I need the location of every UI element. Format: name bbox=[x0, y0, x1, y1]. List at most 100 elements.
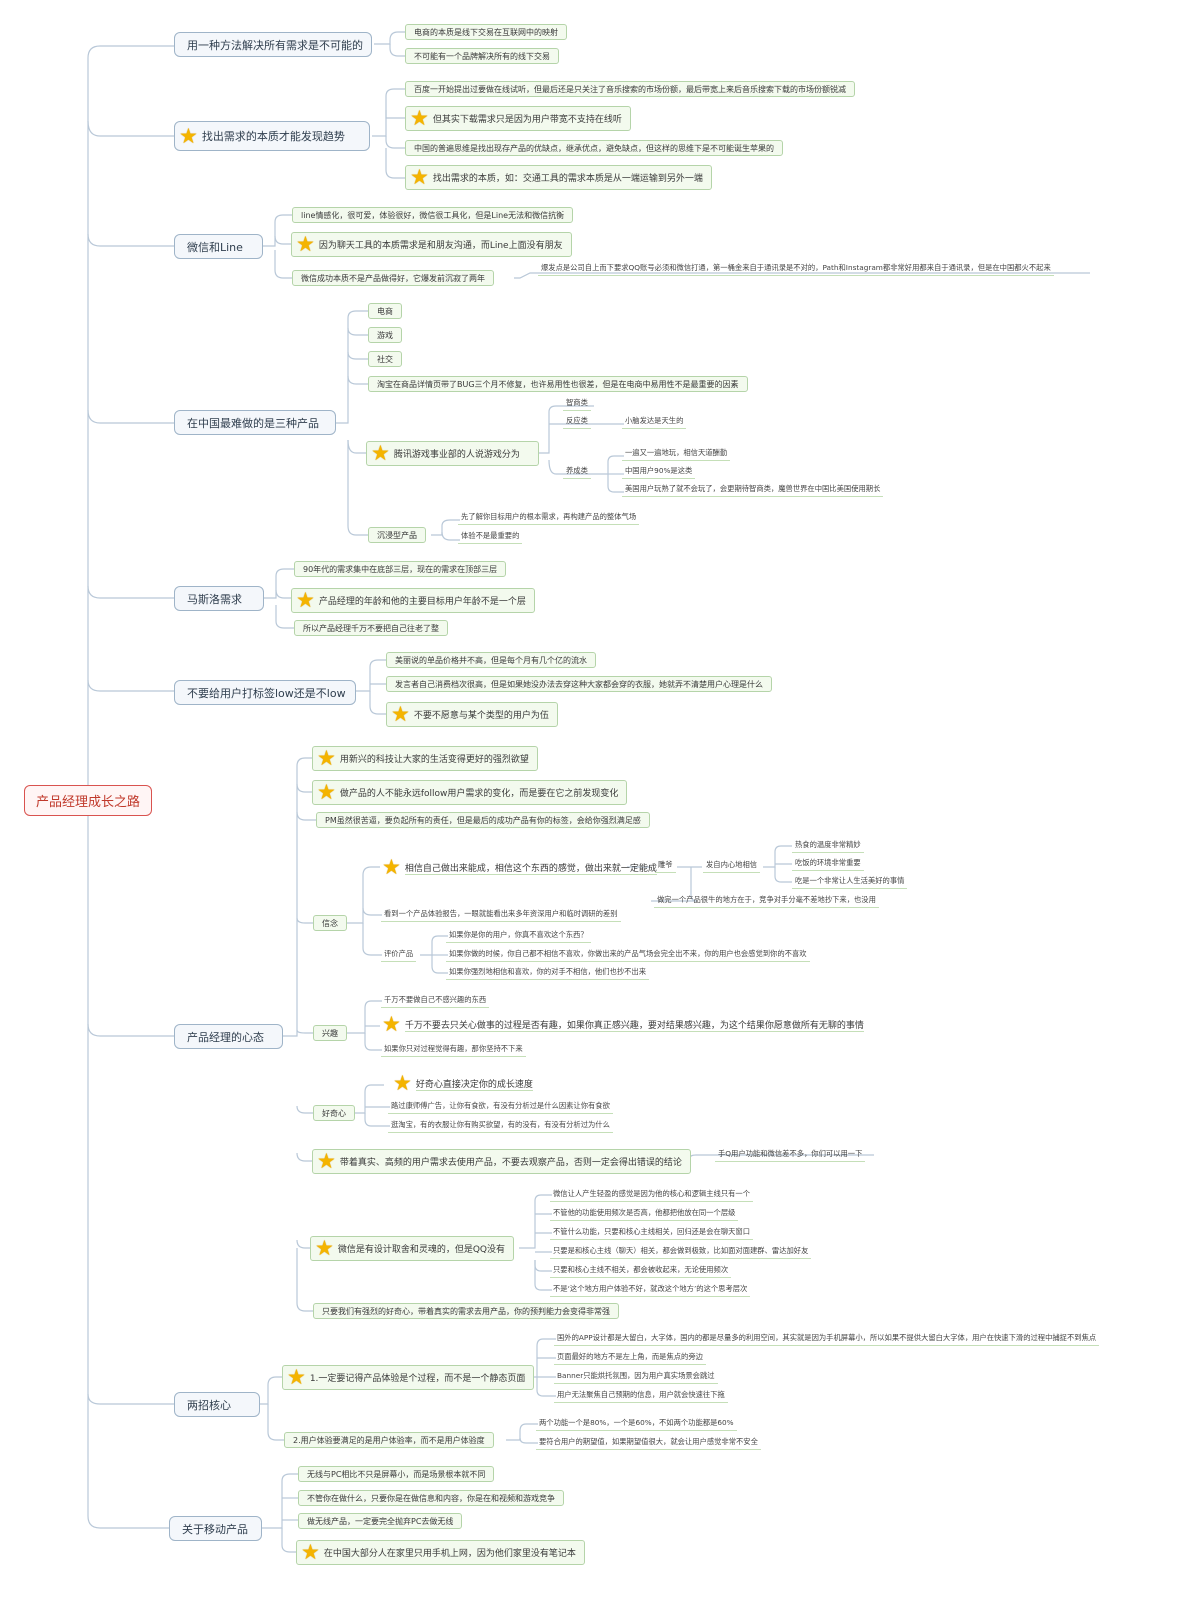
subtopic[interactable]: 沉浸型产品 bbox=[368, 527, 426, 543]
leaf-note[interactable]: 养成类 bbox=[563, 465, 591, 479]
leaf-note[interactable]: 看到一个产品体验报告，一眼就能看出来多年资深用户和临时调研的差别 bbox=[381, 908, 621, 922]
leaf-note[interactable]: 评价产品 bbox=[381, 948, 417, 962]
leaf-note[interactable]: 吃是一个非常让人生活美好的事情 bbox=[792, 875, 908, 889]
subtopic[interactable]: 中国的普遍思维是找出现存产品的优缺点，继承优点，避免缺点，但这样的思维下是不可能… bbox=[405, 140, 783, 156]
topic-two-core-moves[interactable]: 两招核心 bbox=[174, 1392, 260, 1417]
topic-three-hard-products[interactable]: 在中国最难做的是三种产品 bbox=[174, 410, 336, 435]
subtopic-curiosity[interactable]: 好奇心 bbox=[313, 1105, 355, 1121]
subtopic[interactable]: 淘宝在商品详情页带了BUG三个月不修复，也许易用性也很差，但是在电商中易用性不是… bbox=[368, 376, 748, 392]
subtopic-label: 微信是有设计取舍和灵魂的，但是QQ没有 bbox=[337, 1245, 505, 1255]
subtopic[interactable]: 无线与PC相比不只是屏幕小，而是场景根本就不同 bbox=[298, 1466, 495, 1482]
leaf-note[interactable]: 体验不是最重要的 bbox=[458, 530, 523, 544]
subtopic-starred[interactable]: ★1.一定要记得产品体验是个过程，而不是一个静态页面 bbox=[282, 1365, 535, 1390]
subtopic-starred[interactable]: ★微信是有设计取舍和灵魂的，但是QQ没有 bbox=[310, 1236, 514, 1261]
subtopic[interactable]: 不管你在做什么，只要你是在做信息和内容，你是在和视频和游戏竞争 bbox=[298, 1490, 564, 1506]
subtopic-label: 千万不要去只关心做事的过程是否有趣，如果你真正感兴趣，要对结果感兴趣，为这个结果… bbox=[404, 1018, 864, 1032]
subtopic-label: 不要不愿意与某个类型的用户为伍 bbox=[413, 711, 549, 721]
subtopic[interactable]: 美丽说的单品价格并不高，但是每个月有几个亿的流水 bbox=[386, 652, 596, 668]
subtopic-label: 腾讯游戏事业部的人说游戏分为 bbox=[393, 450, 520, 460]
subtopic-starred[interactable]: ★在中国大部分人在家里只用手机上网，因为他们家里没有笔记本 bbox=[296, 1540, 585, 1565]
leaf-note[interactable]: 反应类 bbox=[563, 415, 591, 429]
topic-user-labels[interactable]: 不要给用户打标签low还是不low bbox=[174, 680, 356, 705]
leaf-note[interactable]: 逛淘宝，有的衣服让你有购买欲望，有的没有，有没有分析过为什么 bbox=[388, 1119, 613, 1133]
subtopic-starred[interactable]: ★找出需求的本质，如：交通工具的需求本质是从一端运输到另外一端 bbox=[405, 165, 712, 190]
subtopic-starred[interactable]: ★相信自己做出来能成，相信这个东西的感觉，做出来就一定能成 bbox=[378, 855, 665, 880]
subtopic-starred[interactable]: ★用新兴的科技让大家的生活变得更好的强烈欲望 bbox=[312, 746, 538, 771]
topic-wechat-line[interactable]: 微信和Line bbox=[174, 234, 263, 259]
leaf-note[interactable]: 美国用户玩熟了就不会玩了，会更期待智商类，魔兽世界在中国比美国使用期长 bbox=[622, 483, 884, 497]
leaf-note[interactable]: 小脑发达是天生的 bbox=[622, 415, 687, 429]
topic-one-method[interactable]: 用一种方法解决所有需求是不可能的 bbox=[174, 32, 372, 57]
subtopic[interactable]: 百度一开始提出过要做在线试听，但最后还是只关注了音乐搜索的市场份额，最后带宽上来… bbox=[405, 81, 855, 97]
topic-pm-mindset[interactable]: 产品经理的心态 bbox=[174, 1024, 283, 1049]
star-icon: ★ bbox=[371, 441, 390, 465]
subtopic-social[interactable]: 社交 bbox=[368, 351, 402, 367]
leaf-note[interactable]: 中国用户90%是这类 bbox=[622, 465, 696, 479]
leaf-note[interactable]: 雕爷 bbox=[655, 859, 676, 873]
star-icon: ★ bbox=[296, 232, 315, 256]
topic-label: 找出需求的本质才能发现趋势 bbox=[201, 130, 345, 143]
subtopic-label: 做产品的人不能永远follow用户需求的变化，而是要在它之前发现变化 bbox=[339, 789, 619, 799]
leaf-note[interactable]: 微信让人产生轻盈的感觉是因为他的核心和逻辑主线只有一个 bbox=[550, 1188, 754, 1202]
subtopic[interactable]: 不可能有一个品牌解决所有的线下交易 bbox=[405, 48, 559, 64]
leaf-note[interactable]: 只要和核心主线不相关，都会被收起来，无论使用频次 bbox=[550, 1264, 732, 1278]
star-icon: ★ bbox=[317, 1149, 336, 1173]
leaf-note[interactable]: 不管他的功能使用频次是否高，他都把他放在同一个层级 bbox=[550, 1207, 739, 1221]
star-icon: ★ bbox=[393, 1071, 412, 1095]
leaf-note[interactable]: 两个功能一个是80%，一个是60%，不如两个功能都是60% bbox=[536, 1417, 737, 1431]
subtopic-starred[interactable]: ★不要不愿意与某个类型的用户为伍 bbox=[386, 702, 558, 727]
subtopic-starred[interactable]: ★带着真实、高频的用户需求去使用产品，不要去观察产品，否则一定会得出错误的结论 bbox=[312, 1149, 691, 1174]
leaf-note[interactable]: 吃饭的环境非常重要 bbox=[792, 857, 864, 871]
root-topic[interactable]: 产品经理成长之路 bbox=[24, 785, 152, 816]
subtopic-starred[interactable]: ★因为聊天工具的本质需求是和朋友沟通，而Line上面没有朋友 bbox=[291, 232, 572, 257]
subtopic[interactable]: PM虽然很苦逼，要负起所有的责任，但是最后的成功产品有你的标签，会给你强烈满足感 bbox=[316, 812, 650, 828]
leaf-note[interactable]: 先了解你目标用户的根本需求，再构建产品的整体气场 bbox=[458, 511, 640, 525]
star-icon: ★ bbox=[317, 780, 336, 804]
subtopic-starred[interactable]: ★产品经理的年龄和他的主要目标用户年龄不是一个层 bbox=[291, 588, 535, 613]
leaf-note[interactable]: 热食的温度非常精妙 bbox=[792, 839, 864, 853]
leaf-note[interactable]: 如果你只对过程觉得有趣，那你坚持不下来 bbox=[381, 1043, 526, 1057]
leaf-note[interactable]: Banner只能烘托氛围，因为用户真实场景会跳过 bbox=[554, 1370, 718, 1384]
topic-find-essence[interactable]: ★找出需求的本质才能发现趋势 bbox=[174, 121, 370, 151]
leaf-note[interactable]: 不是‘这个地方用户体验不好，就改这个地方’的这个思考层次 bbox=[550, 1283, 751, 1297]
subtopic-games[interactable]: 游戏 bbox=[368, 327, 402, 343]
leaf-note[interactable]: 一遍又一遍地玩，相信天道酬勤 bbox=[622, 447, 731, 461]
subtopic-interest[interactable]: 兴趣 bbox=[313, 1025, 347, 1041]
leaf-note[interactable]: 如果你是你的用户，你真不喜欢这个东西？ bbox=[446, 929, 591, 943]
star-icon: ★ bbox=[382, 855, 401, 879]
subtopic[interactable]: line情感化，很可爱，体验很好，微信很工具化，但是Line无法和微信抗衡 bbox=[292, 207, 574, 223]
leaf-note[interactable]: 千万不要做自己不感兴趣的东西 bbox=[381, 994, 490, 1008]
leaf-note[interactable]: 不管什么功能，只要和核心主线相关，回归还是会在聊天窗口 bbox=[550, 1226, 754, 1240]
subtopic[interactable]: 只要我们有强烈的好奇心，带着真实的需求去用产品，你的预判能力会变得非常强 bbox=[313, 1303, 619, 1319]
leaf-note[interactable]: 做完一个产品很牛的地方在于，竞争对手分毫不差地抄下来，也没用 bbox=[654, 894, 879, 908]
leaf-note[interactable]: 智商类 bbox=[563, 397, 591, 411]
leaf-note[interactable]: 要符合用户的期望值，如果期望值很大，就会让用户感觉非常不安全 bbox=[536, 1436, 761, 1450]
subtopic[interactable]: 发言者自己消费档次很高，但是如果她没办法去穿这种大家都会穿的衣服，她就弄不清楚用… bbox=[386, 676, 772, 692]
subtopic-starred[interactable]: ★腾讯游戏事业部的人说游戏分为 bbox=[366, 441, 539, 466]
leaf-note[interactable]: 页面最好的地方不是左上角，而是焦点的旁边 bbox=[554, 1351, 706, 1365]
leaf-note[interactable]: 手Q用户功能和微信差不多，你们可以用一下 bbox=[715, 1148, 866, 1162]
subtopic[interactable]: 电商的本质是线下交易在互联网中的映射 bbox=[405, 24, 567, 40]
leaf-note[interactable]: 路过康师傅广告，让你有食欲，有没有分析过是什么因素让你有食欲 bbox=[388, 1100, 613, 1114]
topic-mobile-products[interactable]: 关于移动产品 bbox=[169, 1516, 262, 1541]
subtopic[interactable]: 微信成功本质不是产品做得好，它爆发前沉寂了两年 bbox=[292, 270, 494, 286]
leaf-note[interactable]: 只要是和核心主线（聊天）相关，都会做到极致，比如面对面建群、雷达加好友 bbox=[550, 1245, 812, 1259]
subtopic-ecommerce[interactable]: 电商 bbox=[368, 303, 402, 319]
subtopic-starred[interactable]: ★千万不要去只关心做事的过程是否有趣，如果你真正感兴趣，要对结果感兴趣，为这个结… bbox=[378, 1012, 872, 1037]
leaf-note[interactable]: 发自内心地相信 bbox=[703, 859, 761, 873]
leaf-note[interactable]: 如果你强烈地相信和喜欢，你的对手不相信，他们也抄不出来 bbox=[446, 966, 650, 980]
subtopic[interactable]: 所以产品经理千万不要把自己往老了整 bbox=[294, 620, 448, 636]
subtopic-starred[interactable]: ★但其实下载需求只是因为用户带宽不支持在线听 bbox=[405, 106, 631, 131]
leaf-note[interactable]: 如果你做的时候，你自己都不相信不喜欢，你做出来的产品气场会完全出不来，你的用户也… bbox=[446, 948, 810, 962]
subtopic-starred[interactable]: ★做产品的人不能永远follow用户需求的变化，而是要在它之前发现变化 bbox=[312, 780, 628, 805]
subtopic-belief[interactable]: 信念 bbox=[313, 915, 347, 931]
subtopic-starred[interactable]: ★好奇心直接决定你的成长速度 bbox=[389, 1071, 541, 1096]
subtopic[interactable]: 做无线产品，一定要完全抛弃PC去做无线 bbox=[298, 1513, 463, 1529]
subtopic[interactable]: 2.用户体验要满足的是用户体验率，而不是用户体验度 bbox=[284, 1432, 494, 1448]
leaf-note[interactable]: 国外的APP设计都是大留白，大字体，国内的都是尽量多的利用空间，其实就是因为手机… bbox=[554, 1332, 1100, 1346]
subtopic[interactable]: 90年代的需求集中在底部三层，现在的需求在顶部三层 bbox=[294, 561, 507, 577]
topic-maslow[interactable]: 马斯洛需求 bbox=[174, 586, 264, 611]
leaf-note[interactable]: 用户无法聚焦自己预期的信息，用户就会快速往下拖 bbox=[554, 1389, 728, 1403]
leaf-note[interactable]: 爆发点是公司自上而下要求QQ账号必须和微信打通，第一桶金来自于通讯录是不对的，P… bbox=[538, 262, 1054, 276]
